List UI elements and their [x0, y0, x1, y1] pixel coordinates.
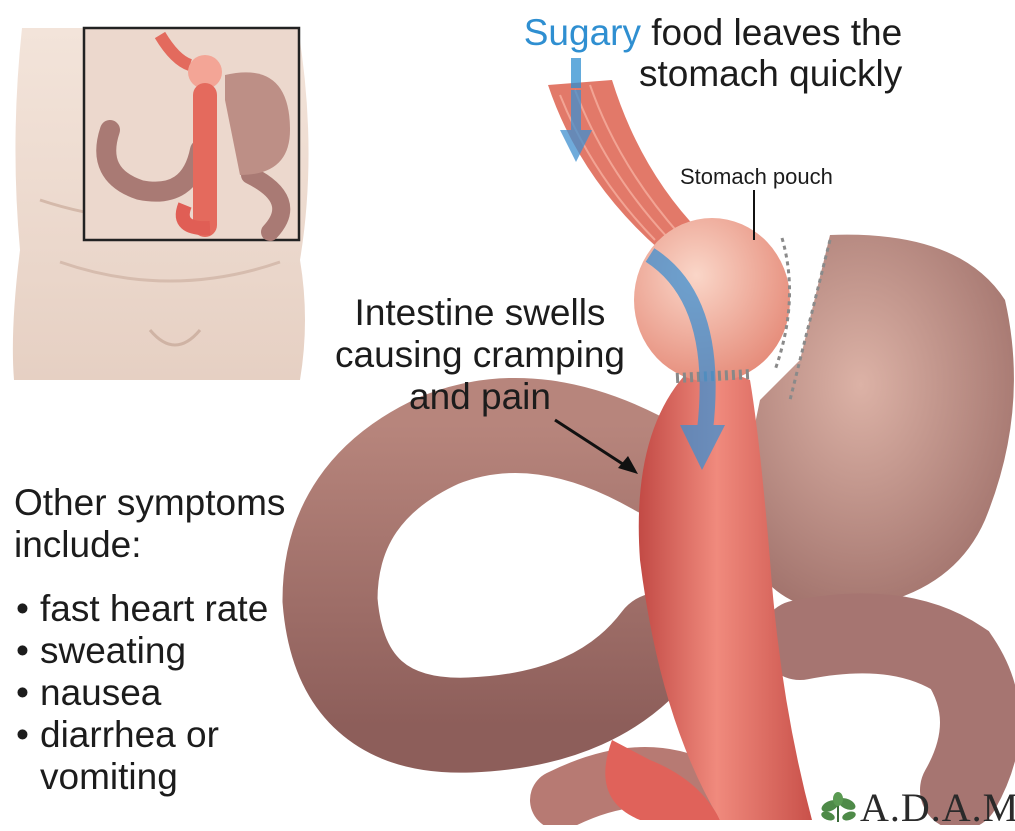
headline: Sugary food leaves the stomach quickly	[512, 12, 902, 94]
symptom-item: diarrhea or vomiting	[14, 714, 340, 798]
headline-accent-word: Sugary	[524, 12, 641, 53]
leaf-logo-icon	[818, 792, 860, 824]
torso-inset	[13, 28, 309, 380]
logo-wordmark: A.D.A.M	[860, 784, 1015, 831]
callout-line3: and pain	[320, 376, 640, 418]
symptom-item: nausea	[14, 672, 340, 714]
stomach-pouch-label: Stomach pouch	[680, 164, 833, 190]
symptoms-heading-line2: include:	[14, 524, 285, 566]
symptoms-heading: Other symptoms include:	[14, 482, 285, 566]
callout-line1: Intestine swells	[320, 292, 640, 334]
intestine-callout: Intestine swells causing cramping and pa…	[320, 292, 640, 418]
symptom-list: fast heart rate sweating nausea diarrhea…	[14, 588, 340, 798]
callout-line2: causing cramping	[320, 334, 640, 376]
headline-line1-rest: food leaves the	[641, 12, 902, 53]
esophagus	[548, 80, 700, 250]
symptoms-heading-line1: Other symptoms	[14, 482, 285, 524]
adam-logo: A.D.A.M	[818, 784, 1015, 831]
headline-line2: stomach quickly	[512, 53, 902, 94]
symptom-item: sweating	[14, 630, 340, 672]
symptom-item: fast heart rate	[14, 588, 340, 630]
